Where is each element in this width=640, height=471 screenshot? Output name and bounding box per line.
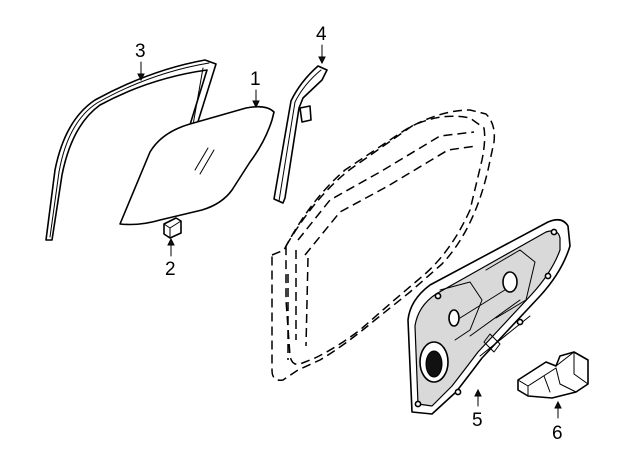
callout-2: 2	[165, 259, 176, 280]
callout-labels: 1 2 3 4 5 6	[135, 24, 563, 444]
arrow-4-icon	[318, 56, 326, 65]
arrow-2-icon	[167, 237, 175, 246]
arrow-3-icon	[137, 73, 145, 82]
callout-4: 4	[316, 24, 327, 45]
callout-3: 3	[135, 41, 146, 62]
callout-1: 1	[250, 69, 261, 90]
part-6-regulator-motor	[517, 351, 589, 399]
callout-6: 6	[552, 423, 563, 444]
callout-5: 5	[472, 410, 483, 431]
part-2-glass-clip	[163, 217, 182, 239]
arrow-5-icon	[474, 388, 482, 397]
arrow-6-icon	[554, 400, 562, 409]
part-5-door-module-panel	[407, 218, 571, 415]
arrow-1-icon	[252, 100, 260, 109]
part-1-door-glass	[119, 105, 275, 226]
part-4-rear-channel	[273, 65, 328, 204]
leader-lines	[137, 44, 562, 419]
door-shell-outline	[271, 109, 496, 382]
